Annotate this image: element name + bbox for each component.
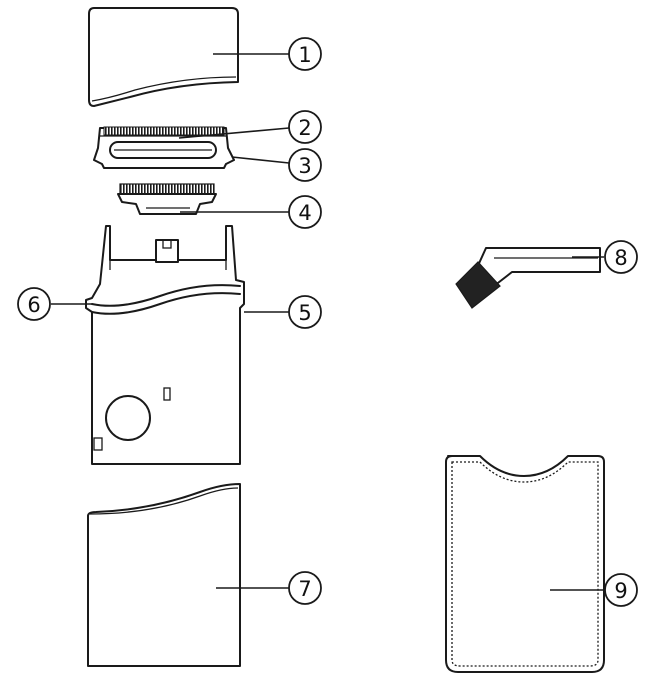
leader-lines — [51, 53, 604, 591]
inner-blade — [117, 183, 217, 215]
cleaning-brush — [455, 247, 601, 309]
soft-pouch — [445, 455, 605, 673]
callout-8-label: 8 — [614, 246, 627, 270]
protective-cap — [88, 7, 239, 107]
callout-1-label: 1 — [298, 43, 311, 67]
callout-2-label: 2 — [298, 116, 311, 140]
callout-8: 8 — [604, 240, 638, 274]
callout-6: 6 — [17, 287, 51, 321]
callout-3: 3 — [288, 148, 322, 182]
callout-1: 1 — [288, 37, 322, 71]
callout-7: 7 — [288, 571, 322, 605]
callout-9-label: 9 — [614, 579, 627, 603]
outer-foil-frame — [93, 126, 235, 169]
shaver-body — [85, 225, 245, 465]
callout-7-label: 7 — [298, 577, 311, 601]
callout-5-label: 5 — [298, 301, 311, 325]
callout-3-label: 3 — [298, 154, 311, 178]
callout-4-label: 4 — [298, 201, 311, 225]
callout-6-label: 6 — [27, 293, 40, 317]
callout-9: 9 — [604, 573, 638, 607]
callout-4: 4 — [288, 195, 322, 229]
callout-2: 2 — [288, 110, 322, 144]
stand-case — [87, 483, 241, 667]
callout-5: 5 — [288, 295, 322, 329]
